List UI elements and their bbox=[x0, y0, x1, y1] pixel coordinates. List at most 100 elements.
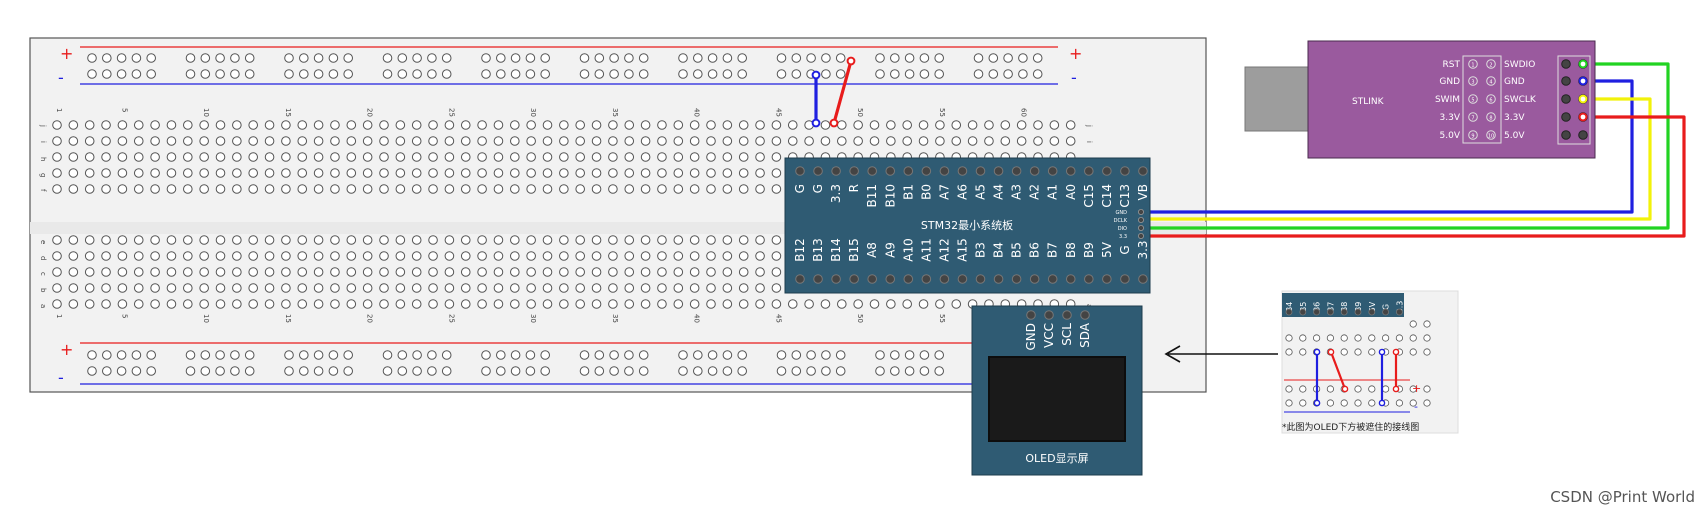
terminal-hole bbox=[640, 267, 651, 277]
rail-hole bbox=[343, 53, 354, 63]
terminal-hole bbox=[248, 120, 258, 130]
terminal-hole bbox=[738, 299, 749, 309]
inset-pin bbox=[1382, 308, 1389, 316]
terminal-hole bbox=[640, 251, 651, 261]
terminal-hole bbox=[608, 251, 618, 261]
terminal-hole bbox=[52, 299, 62, 309]
terminal-hole bbox=[379, 251, 389, 261]
terminal-hole bbox=[1065, 120, 1076, 130]
terminal-hole bbox=[984, 120, 994, 130]
terminal-hole bbox=[101, 299, 111, 309]
terminal-hole bbox=[297, 267, 308, 277]
rail-hole bbox=[875, 53, 885, 63]
terminal-hole bbox=[281, 267, 291, 277]
terminal-hole bbox=[591, 136, 602, 146]
column-number: 40 bbox=[693, 108, 701, 117]
terminal-hole bbox=[869, 299, 880, 309]
terminal-hole bbox=[183, 267, 193, 277]
terminal-hole bbox=[133, 152, 144, 162]
column-number: 35 bbox=[611, 314, 619, 323]
terminal-hole bbox=[755, 184, 765, 194]
terminal-hole bbox=[379, 120, 389, 130]
stlink-out-pin bbox=[1561, 112, 1571, 122]
terminal-hole bbox=[150, 168, 160, 178]
rail-hole bbox=[87, 69, 97, 79]
terminal-hole bbox=[640, 235, 651, 245]
terminal-hole bbox=[706, 120, 716, 130]
terminal-hole bbox=[575, 251, 586, 261]
terminal-hole bbox=[346, 251, 357, 261]
terminal-hole bbox=[460, 251, 471, 261]
terminal-hole bbox=[313, 168, 324, 178]
stm32-side-pin-label: GND bbox=[1116, 210, 1128, 216]
terminal-hole bbox=[313, 152, 324, 162]
terminal-hole bbox=[853, 136, 863, 146]
terminal-hole bbox=[232, 283, 242, 293]
rail-hole bbox=[397, 53, 408, 63]
rail-hole bbox=[412, 69, 422, 79]
terminal-hole bbox=[150, 152, 160, 162]
terminal-hole bbox=[133, 120, 144, 130]
stm32-pin-label: B1 bbox=[901, 184, 915, 200]
terminal-hole bbox=[559, 184, 569, 194]
rail-hole bbox=[525, 366, 536, 376]
stm32-pin-label: B12 bbox=[793, 238, 807, 262]
column-number: 25 bbox=[447, 108, 455, 117]
terminal-hole bbox=[264, 184, 275, 194]
wire-end bbox=[1378, 348, 1386, 356]
terminal-hole bbox=[362, 283, 373, 293]
terminal-hole bbox=[199, 184, 209, 194]
terminal-hole bbox=[264, 299, 275, 309]
terminal-hole bbox=[706, 152, 716, 162]
terminal-hole bbox=[640, 168, 651, 178]
inset-hole bbox=[1340, 399, 1348, 407]
rail-hole bbox=[776, 366, 787, 376]
terminal-hole bbox=[232, 168, 242, 178]
terminal-hole bbox=[510, 120, 520, 130]
terminal-hole bbox=[1033, 120, 1043, 130]
terminal-hole bbox=[869, 136, 880, 146]
stm32-pin bbox=[1138, 166, 1148, 176]
inset-caption: *此图为OLED下方被遮住的接线图 bbox=[1282, 421, 1419, 433]
terminal-hole bbox=[281, 152, 291, 162]
rail-hole bbox=[934, 69, 945, 79]
terminal-hole bbox=[1049, 120, 1060, 130]
rail-hole bbox=[540, 53, 551, 63]
terminal-hole bbox=[738, 235, 749, 245]
terminal-hole bbox=[379, 184, 389, 194]
column-number: 10 bbox=[202, 108, 210, 117]
stlink-out-pin bbox=[1561, 59, 1571, 69]
terminal-hole bbox=[477, 184, 487, 194]
terminal-hole bbox=[330, 251, 340, 261]
terminal-hole bbox=[820, 136, 831, 146]
terminal-hole bbox=[411, 120, 422, 130]
terminal-hole bbox=[313, 184, 324, 194]
column-number: 15 bbox=[284, 108, 292, 117]
stm32-pin-label: C15 bbox=[1082, 184, 1096, 208]
rail-hole bbox=[737, 366, 748, 376]
stlink-pin bbox=[1468, 59, 1478, 69]
terminal-hole bbox=[428, 267, 438, 277]
inset-rail-plus: + bbox=[1412, 382, 1421, 395]
rail-hole bbox=[579, 69, 590, 79]
terminal-hole bbox=[428, 299, 438, 309]
terminal-hole bbox=[281, 251, 291, 261]
terminal-hole bbox=[771, 267, 782, 277]
stm32-pin bbox=[867, 274, 878, 284]
terminal-hole bbox=[313, 283, 324, 293]
terminal-hole bbox=[297, 235, 308, 245]
row-letter: g bbox=[39, 173, 47, 177]
terminal-hole bbox=[591, 184, 602, 194]
rail-hole bbox=[609, 366, 619, 376]
rail-hole bbox=[776, 53, 787, 63]
terminal-hole bbox=[232, 184, 242, 194]
terminal-hole bbox=[591, 168, 602, 178]
terminal-hole bbox=[510, 299, 520, 309]
terminal-hole bbox=[460, 267, 471, 277]
terminal-hole bbox=[706, 184, 716, 194]
terminal-hole bbox=[1000, 120, 1011, 130]
terminal-hole bbox=[428, 235, 438, 245]
stm32-pin bbox=[1029, 166, 1040, 176]
rail-hole bbox=[87, 53, 97, 63]
terminal-hole bbox=[281, 184, 291, 194]
